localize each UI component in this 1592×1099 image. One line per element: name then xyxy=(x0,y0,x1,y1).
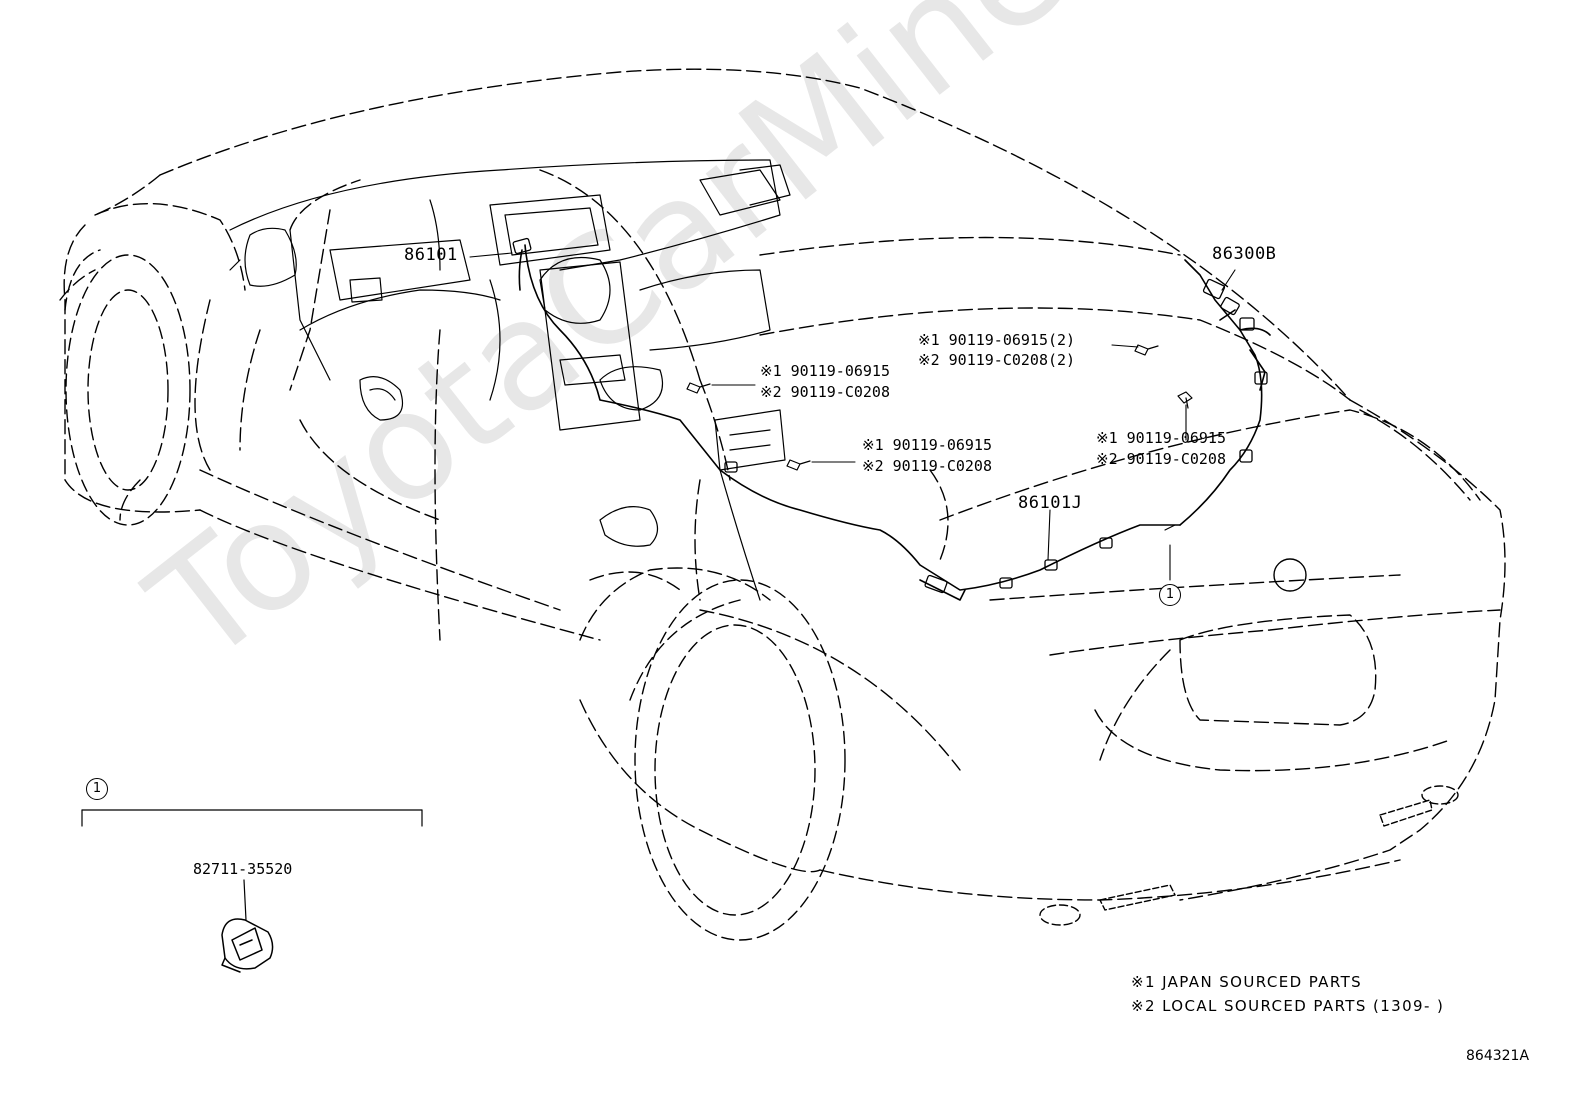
part-label-86300B[interactable]: 86300B xyxy=(1212,244,1277,264)
legend-bracket xyxy=(81,809,423,921)
ref-circle-1[interactable]: 1 xyxy=(1159,584,1181,606)
screw-icons xyxy=(686,344,1193,471)
rear-wheel xyxy=(629,579,846,941)
screw-right-line1[interactable]: ※1 90119-06915 xyxy=(1096,429,1226,447)
screw-center-line2[interactable]: ※2 90119-C0208 xyxy=(760,383,890,401)
rear-emblem xyxy=(1273,558,1307,592)
part-label-86101J[interactable]: 86101J xyxy=(1018,493,1083,513)
screw-middle-line1[interactable]: ※1 90119-06915 xyxy=(862,436,992,454)
screw-center-line1[interactable]: ※1 90119-06915 xyxy=(760,362,890,380)
dashboard xyxy=(229,159,791,601)
part-label-86101[interactable]: 86101 xyxy=(404,245,458,265)
screw-upper-right-line2[interactable]: ※2 90119-C0208(2) xyxy=(918,351,1076,369)
footnote-local-sourced: ※2 LOCAL SOURCED PARTS (1309- ) xyxy=(1131,997,1445,1015)
connectors xyxy=(512,237,1268,594)
clip-icon xyxy=(221,918,274,973)
footnote-japan-sourced: ※1 JAPAN SOURCED PARTS xyxy=(1131,973,1363,991)
front-wheel xyxy=(64,249,191,526)
screw-right-line2[interactable]: ※2 90119-C0208 xyxy=(1096,450,1226,468)
part-label-82711-35520[interactable]: 82711-35520 xyxy=(193,860,293,878)
tailpipes xyxy=(1039,785,1459,926)
car-body-outline xyxy=(59,68,1506,901)
wiring-harness-86101J xyxy=(518,244,1271,601)
diagram-id: 864321A xyxy=(1466,1048,1530,1064)
group-circle-1: 1 xyxy=(86,778,108,800)
screw-middle-line2[interactable]: ※2 90119-C0208 xyxy=(862,457,992,475)
screw-upper-right-line1[interactable]: ※1 90119-06915(2) xyxy=(918,331,1076,349)
leader-lines xyxy=(469,252,1236,581)
